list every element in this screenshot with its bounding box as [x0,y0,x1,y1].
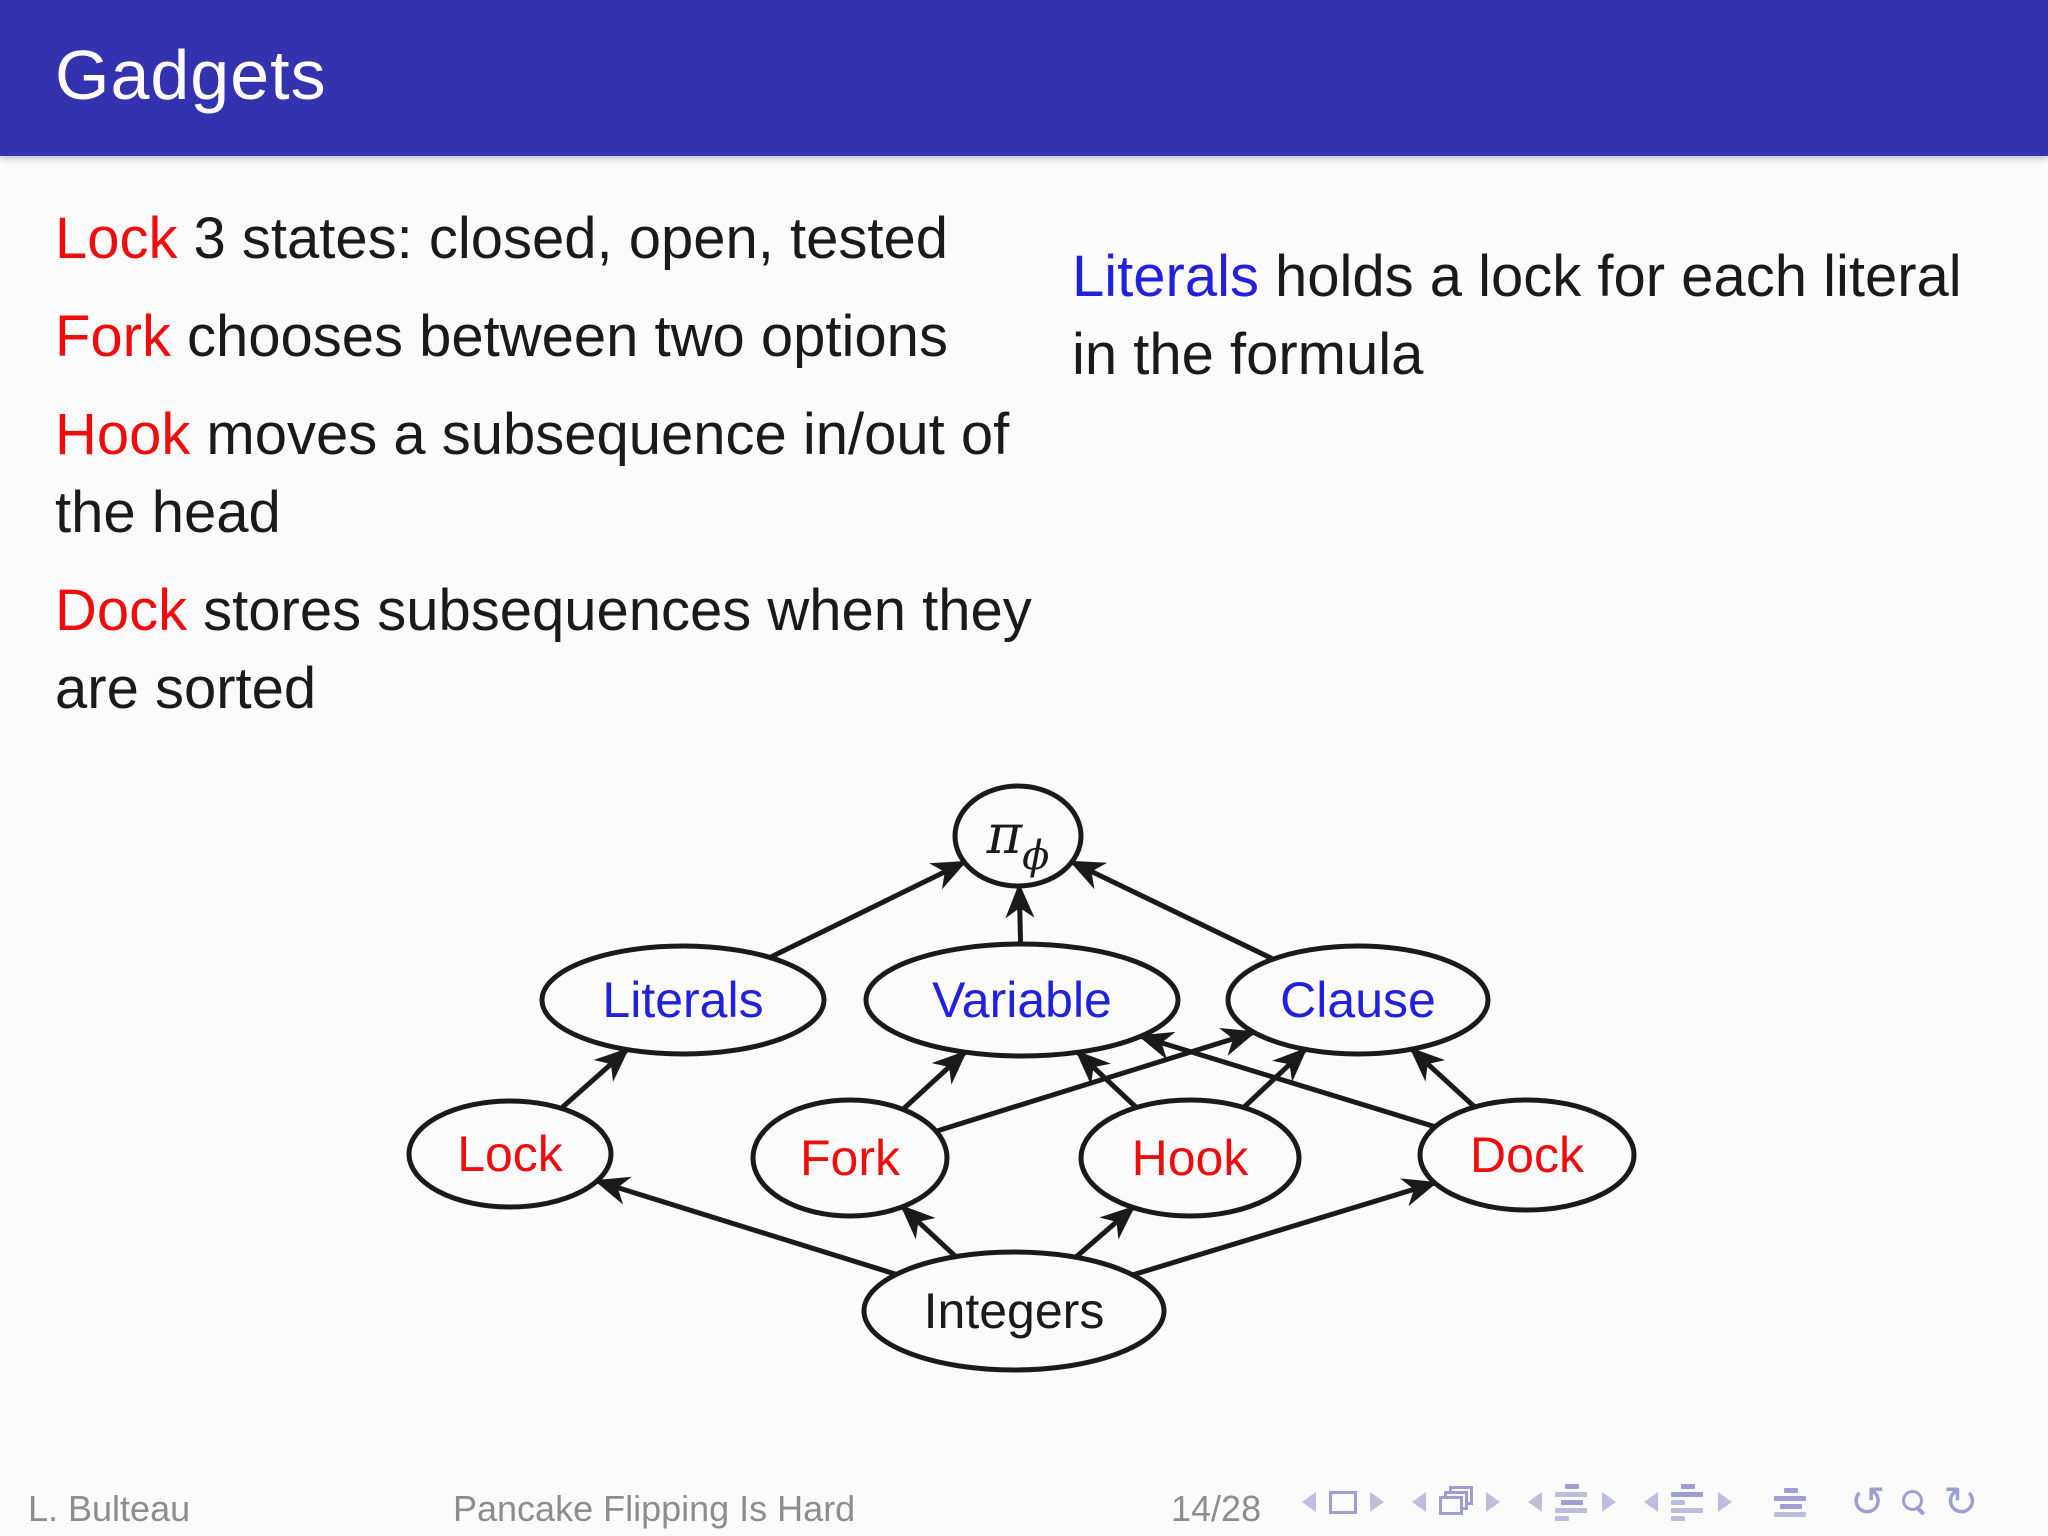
literals-note-line1: holds a lock for each literal [1274,244,1962,309]
subsection-list-icon[interactable] [1555,1483,1589,1521]
frame-stack-icon[interactable] [1439,1486,1473,1518]
diagram-node-integers: Integers [861,1249,1167,1373]
next-subsection-icon[interactable] [1602,1492,1616,1512]
diagram-edge-variable-pi [1005,883,1035,945]
footer-author: L. Bulteau [28,1488,191,1529]
definition-hook-text: moves a subsequence in/out of the head [55,402,1010,545]
keyword-lock: Lock [55,206,178,271]
diagram-node-fork-label: Fork [800,1130,901,1186]
keyword-fork: Fork [55,304,171,369]
diagram-edge-integers-lock [594,1176,898,1277]
footer-presentation-title: Pancake Flipping Is Hard [453,1488,856,1529]
diagram-node-variable-label: Variable [932,972,1112,1028]
diagram-node-integers-ellipse [861,1249,1167,1373]
slide-icon[interactable] [1329,1490,1357,1514]
go-forward-icon[interactable]: ↻ [1943,1477,1979,1526]
keyword-dock: Dock [55,578,188,643]
diagram-node-fork: Fork [750,1097,950,1219]
diagram-edge-literals-pi [768,859,968,960]
next-frame-icon[interactable] [1486,1492,1500,1512]
section-nav-group [1644,1483,1732,1521]
slide-header: Gadgets [0,0,2048,156]
diagram-node-hook: Hook [1078,1097,1302,1219]
definition-lock-text: 3 states: closed, open, tested [193,206,948,271]
diagram-edge-lock-literals [559,1047,630,1111]
diagram-node-literals-label: Literals [602,972,763,1028]
history-group: ↺ ↻ [1850,1481,1978,1523]
page-title: Gadgets [55,36,327,114]
next-section-icon[interactable] [1718,1492,1732,1512]
literals-note-line2: in the formula [1072,322,1424,387]
diagram-node-literals-ellipse [539,943,827,1057]
appendix-list-icon[interactable] [1774,1487,1808,1517]
diagram-node-variable-ellipse [863,941,1181,1059]
diagram-node-hook-label: Hook [1132,1130,1250,1186]
diagram-node-clause-ellipse [1225,943,1491,1057]
next-slide-icon[interactable] [1370,1492,1384,1512]
slide-nav-group [1302,1490,1384,1514]
diagram-node-clause: Clause [1225,943,1491,1057]
footer-page-indicator: 14/28 [1171,1488,1262,1529]
diagram-edge-integers-dock [1131,1178,1438,1278]
diagram-node-hook-ellipse [1078,1097,1302,1219]
search-icon[interactable] [1902,1490,1926,1516]
diagram-edge-integers-hook [1074,1205,1136,1260]
diagram-edge-integers-fork [900,1204,958,1259]
keyword-literals: Literals [1072,244,1259,309]
diagram-edge-hook-variable [1075,1050,1139,1110]
keyword-hook: Hook [55,402,191,467]
diagram-node-dock-ellipse [1417,1097,1637,1213]
diagram-edge-fork-variable [901,1050,968,1112]
diagram-node-pi: πϕ [952,783,1084,889]
section-list-icon[interactable] [1671,1483,1705,1521]
diagram-node-fork-ellipse [750,1097,950,1219]
diagram-edge-dock-clause [1409,1047,1477,1109]
go-back-icon[interactable]: ↺ [1850,1477,1886,1526]
diagram-edge-clause-pi [1069,859,1275,962]
prev-frame-icon[interactable] [1412,1492,1426,1512]
diagram-node-lock-label: Lock [457,1126,564,1182]
appendix-group [1774,1487,1808,1517]
diagram-node-integers-label: Integers [924,1283,1105,1339]
diagram-node-lock: Lock [406,1098,614,1210]
prev-section-icon[interactable] [1644,1492,1658,1512]
diagram-node-dock-label: Dock [1470,1127,1585,1183]
diagram-node-lock-ellipse [406,1098,614,1210]
definition-dock-text: stores subsequences when they are sorted [55,578,1032,721]
diagram-node-pi-ellipse [952,783,1084,889]
beamer-navigation-bar: ↺ ↻ [1302,1478,1978,1526]
diagram-node-clause-label: Clause [1280,972,1436,1028]
definition-fork-text: chooses between two options [187,304,948,369]
diagram-node-variable: Variable [863,941,1181,1059]
prev-slide-icon[interactable] [1302,1492,1316,1512]
diagram-node-literals: Literals [539,943,827,1057]
frame-nav-group [1412,1486,1500,1518]
prev-subsection-icon[interactable] [1528,1492,1542,1512]
diagram-edge-dock-variable [1137,1031,1436,1130]
subsection-nav-group [1528,1483,1616,1521]
diagram-node-dock: Dock [1417,1097,1637,1213]
